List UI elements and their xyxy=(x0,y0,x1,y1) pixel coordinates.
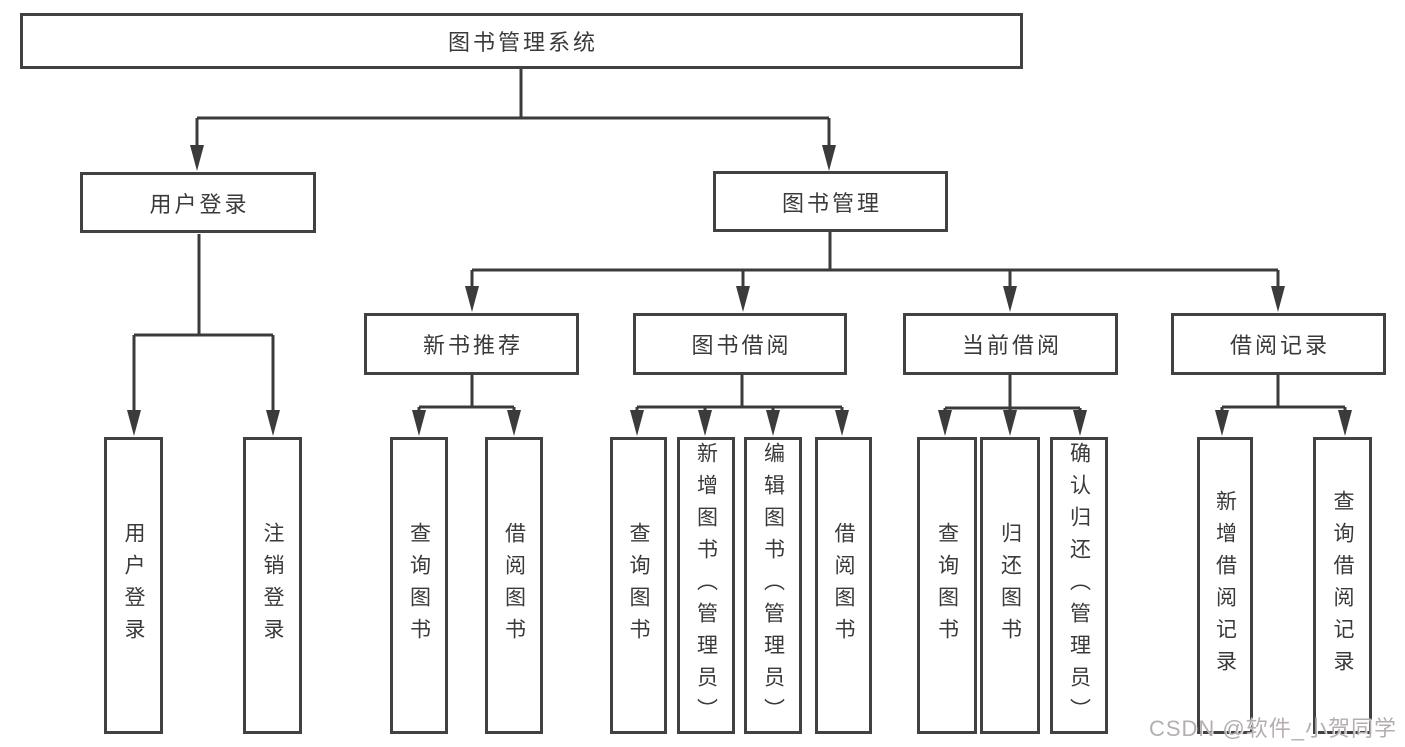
node-label: 借阅图书 xyxy=(502,521,526,650)
node-label: 用户登录 xyxy=(149,191,250,217)
node-label: 用户登录 xyxy=(122,521,145,650)
leaf-user-login: 用户登录 xyxy=(104,437,163,734)
leaf-logout: 注销登录 xyxy=(243,437,302,734)
node-library-management-system: 图书管理系统 xyxy=(20,13,1023,69)
leaf-borrow-books: 借阅图书 xyxy=(815,437,872,734)
leaf-query-books-borrowing: 查询图书 xyxy=(610,437,667,734)
node-label: 图书管理系统 xyxy=(447,30,598,55)
leaf-borrow-books-recommend: 借阅图书 xyxy=(485,437,543,734)
node-label: 图书借阅 xyxy=(691,333,792,358)
node-label: 图书管理 xyxy=(781,190,882,216)
node-label: 查询借阅记录 xyxy=(1331,489,1354,682)
node-label: 新增图书（管理员） xyxy=(694,441,718,730)
node-current-borrowing: 当前借阅 xyxy=(903,313,1118,375)
leaf-return-books: 归还图书 xyxy=(980,437,1040,734)
node-label: 新增借阅记录 xyxy=(1213,489,1237,682)
leaf-query-books-recommend: 查询图书 xyxy=(390,437,448,734)
node-label: 借阅记录 xyxy=(1229,333,1330,358)
node-label: 当前借阅 xyxy=(961,333,1062,358)
node-label: 编辑图书（管理员） xyxy=(761,441,785,730)
node-user-login: 用户登录 xyxy=(80,172,316,233)
node-label: 查询图书 xyxy=(935,521,959,650)
leaf-query-books-current: 查询图书 xyxy=(917,437,977,734)
leaf-query-borrowing-record: 查询借阅记录 xyxy=(1313,437,1372,734)
node-label: 新书推荐 xyxy=(422,333,523,358)
node-label: 查询图书 xyxy=(627,521,650,650)
node-new-book-recommendation: 新书推荐 xyxy=(364,313,579,375)
node-borrowing-records: 借阅记录 xyxy=(1171,313,1386,375)
node-book-borrowing: 图书借阅 xyxy=(633,313,847,375)
leaf-edit-books-admin: 编辑图书（管理员） xyxy=(744,437,802,734)
node-label: 注销登录 xyxy=(261,521,284,650)
leaf-add-books-admin: 新增图书（管理员） xyxy=(677,437,735,734)
leaf-add-borrowing-record: 新增借阅记录 xyxy=(1197,437,1253,734)
node-label: 归还图书 xyxy=(998,521,1022,650)
node-label: 借阅图书 xyxy=(832,521,855,650)
node-label: 查询图书 xyxy=(407,521,431,650)
leaf-confirm-return-admin: 确认归还（管理员） xyxy=(1050,437,1108,734)
node-book-management: 图书管理 xyxy=(713,171,948,232)
node-label: 确认归还（管理员） xyxy=(1067,441,1091,730)
